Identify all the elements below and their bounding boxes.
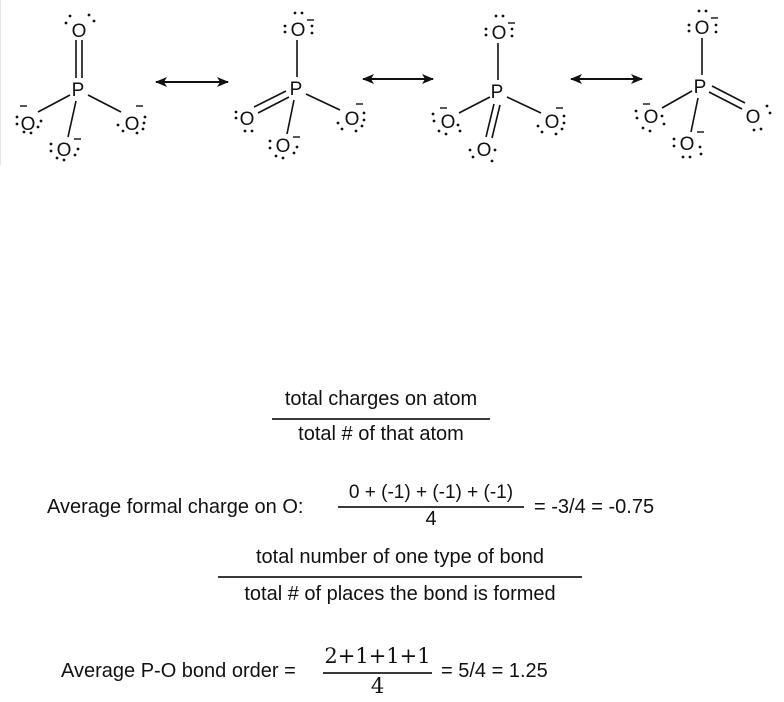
resonance-structure-3: O P O O O: [431, 14, 566, 163]
oxygen-atom: O: [125, 114, 140, 135]
bond-order-def-denominator: total # of places the bond is formed: [244, 583, 556, 605]
oxygen-atom: O: [291, 20, 306, 41]
oxygen-atom: O: [680, 134, 695, 155]
resonance-structure-1: O P O O O: [15, 13, 147, 162]
phosphorus-atom: P: [694, 77, 707, 98]
fraction-bar: [323, 672, 432, 674]
phosphate-resonance-structures: O P O O O: [15, 9, 772, 163]
fraction-bar: [218, 576, 582, 578]
formal-charge-denominator: 4: [425, 508, 437, 530]
oxygen-atom: O: [57, 140, 72, 161]
oxygen-atom: O: [441, 112, 456, 133]
oxygen-atom: O: [545, 112, 560, 133]
resonance-structure-2: O P O O O: [234, 11, 366, 160]
oxygen-atom: O: [695, 18, 710, 39]
image-left-edge: [0, 0, 1, 165]
bond-order-result: = 5/4 = 1.25: [441, 660, 548, 682]
phosphorus-atom: P: [290, 79, 303, 100]
bond-order-def-numerator: total number of one type of bond: [256, 546, 544, 568]
oxygen-atom: O: [746, 107, 761, 128]
oxygen-atom: O: [644, 107, 659, 128]
bond-order-denominator: 4: [370, 674, 385, 698]
oxygen-atom: O: [21, 114, 36, 135]
formal-charge-numerator: 0 + (-1) + (-1) + (-1): [348, 482, 514, 503]
oxygen-atom: O: [477, 140, 492, 161]
oxygen-atom: O: [345, 109, 360, 130]
oxygen-atom: O: [492, 23, 507, 44]
fraction-bar: [272, 418, 490, 420]
formal-charge-def-denominator: total # of that atom: [298, 423, 464, 445]
bond-order-label: Average P-O bond order =: [61, 660, 296, 682]
formal-charge-def-numerator: total charges on atom: [284, 388, 478, 410]
formal-charge-label: Average formal charge on O:: [47, 496, 304, 518]
oxygen-atom: O: [72, 21, 87, 42]
formal-charge-result: = -3/4 = -0.75: [534, 496, 655, 518]
phosphorus-atom: P: [491, 82, 504, 103]
oxygen-atom: O: [276, 136, 291, 157]
resonance-structure-4: O P O O O: [634, 9, 772, 159]
fraction-bar: [338, 506, 524, 508]
bond-order-numerator: 2+1+1+1: [324, 644, 431, 668]
oxygen-atom: O: [240, 109, 255, 130]
phosphorus-atom: P: [72, 80, 85, 101]
